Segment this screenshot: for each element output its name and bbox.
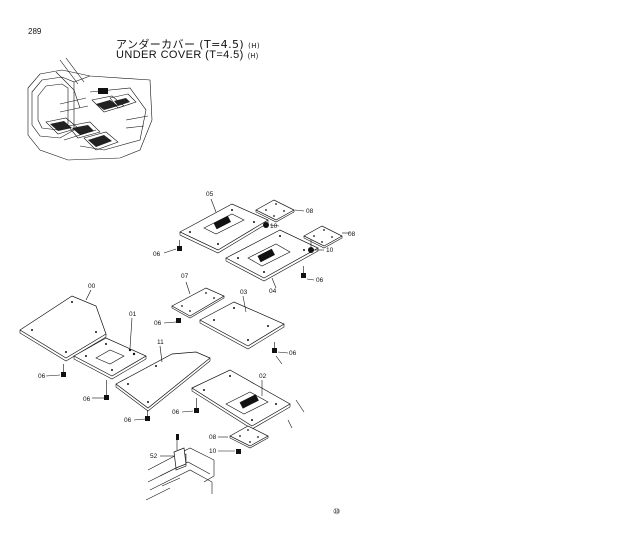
bolt-06d [272, 342, 277, 353]
footer-mark: ⑩ [333, 507, 341, 516]
bolt-06h [194, 398, 199, 413]
cover-part-07 [171, 287, 225, 319]
cover-part-02 [191, 369, 291, 430]
cover-part-00 [19, 295, 107, 362]
cover-part-08-right [303, 225, 343, 249]
callout-52: 52 [150, 453, 158, 460]
callout-10-lower: 10 [209, 448, 217, 455]
bolt-06e [61, 364, 66, 377]
callout-labels: 05 08 10 08 10 06 04 06 07 03 00 01 06 1… [38, 191, 356, 460]
title-english: UNDER COVER (T=4.5)(H) [116, 49, 259, 61]
cover-part-04 [225, 229, 319, 282]
callout-08-right: 08 [348, 231, 356, 238]
title-japanese: アンダーカバー (T=4.5)(H) [116, 36, 260, 52]
bolt-06a [177, 240, 182, 251]
callout-10-upper: 10 [270, 223, 278, 230]
callout-07: 07 [181, 273, 189, 280]
title-japanese-suffix: (H) [248, 42, 261, 50]
cover-part-01 [73, 337, 147, 380]
callout-11: 11 [157, 339, 164, 346]
callout-08-lower: 08 [209, 434, 217, 441]
callout-04: 04 [269, 288, 277, 295]
cover-part-03 [199, 301, 285, 350]
bolt-06b [301, 266, 306, 278]
callout-05: 05 [206, 191, 214, 198]
callout-06-f: 06 [83, 396, 91, 403]
callout-06-c: 06 [154, 320, 162, 327]
callout-06-a: 06 [153, 251, 161, 258]
cover-part-11 [115, 351, 211, 412]
washer-10b [308, 240, 314, 253]
bracket-part-52 [173, 434, 187, 469]
washer-10c [236, 449, 241, 454]
cover-part-08-lower [229, 425, 269, 449]
page-number: 289 [28, 27, 42, 36]
title-japanese-text: アンダーカバー (T=4.5) [116, 38, 245, 51]
washer-10a [263, 222, 269, 228]
bolt-06g [145, 410, 150, 421]
callout-08-upper: 08 [306, 208, 314, 215]
leader-lines [45, 198, 350, 457]
callout-10-right: 10 [326, 247, 334, 254]
machine-overview-illustration [27, 57, 153, 161]
callout-06-g: 06 [172, 409, 180, 416]
callout-06-e: 06 [38, 373, 46, 380]
cover-part-08-upper [255, 199, 295, 223]
bolt-06f [104, 380, 109, 400]
callout-06-b: 06 [316, 277, 324, 284]
callout-01: 01 [129, 311, 137, 318]
title-english-suffix: (H) [247, 53, 259, 60]
bolt-06c [176, 318, 181, 323]
cover-part-05 [179, 203, 269, 254]
callout-06-d: 06 [289, 350, 297, 357]
title-english-text: UNDER COVER (T=4.5) [116, 49, 244, 61]
bolt-group [61, 222, 314, 454]
callout-06-h: 06 [124, 417, 132, 424]
callout-02: 02 [259, 373, 267, 380]
callout-00: 00 [88, 283, 96, 290]
callout-03: 03 [240, 289, 248, 296]
